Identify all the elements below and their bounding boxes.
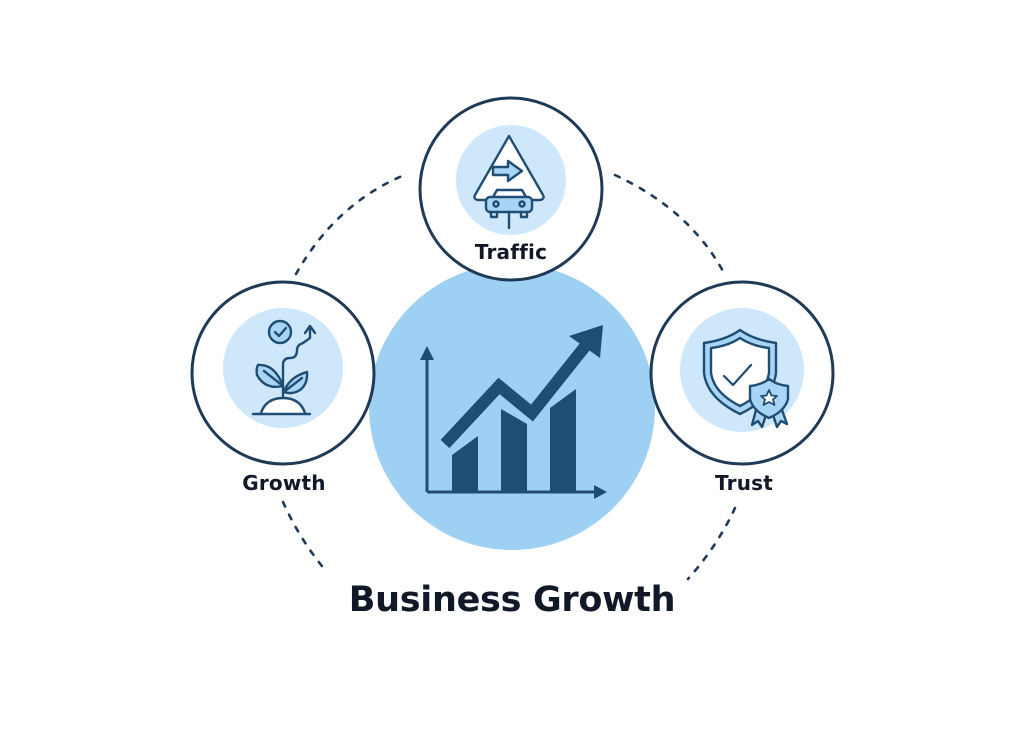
bar-chart-trend-up-icon bbox=[420, 325, 607, 499]
connector-arc-bottom-right bbox=[686, 506, 737, 581]
connector-arc-bottom-left bbox=[281, 500, 328, 573]
node-traffic bbox=[418, 96, 604, 282]
road-sign-car-icon bbox=[473, 134, 545, 230]
node-traffic-label: Traffic bbox=[474, 240, 548, 264]
connector-arc-top-right bbox=[613, 173, 726, 275]
hub-circle bbox=[369, 264, 655, 550]
dashed-connectors bbox=[281, 173, 737, 581]
node-trust bbox=[649, 280, 835, 466]
node-growth-label: Growth bbox=[242, 471, 326, 495]
node-trust-label: Trust bbox=[714, 471, 773, 495]
diagram-title: Business Growth bbox=[348, 580, 676, 620]
node-growth bbox=[190, 280, 376, 466]
shield-badge-check-icon bbox=[702, 328, 790, 429]
plant-sprout-check-icon bbox=[251, 319, 317, 416]
connector-arc-top-left bbox=[294, 174, 404, 276]
